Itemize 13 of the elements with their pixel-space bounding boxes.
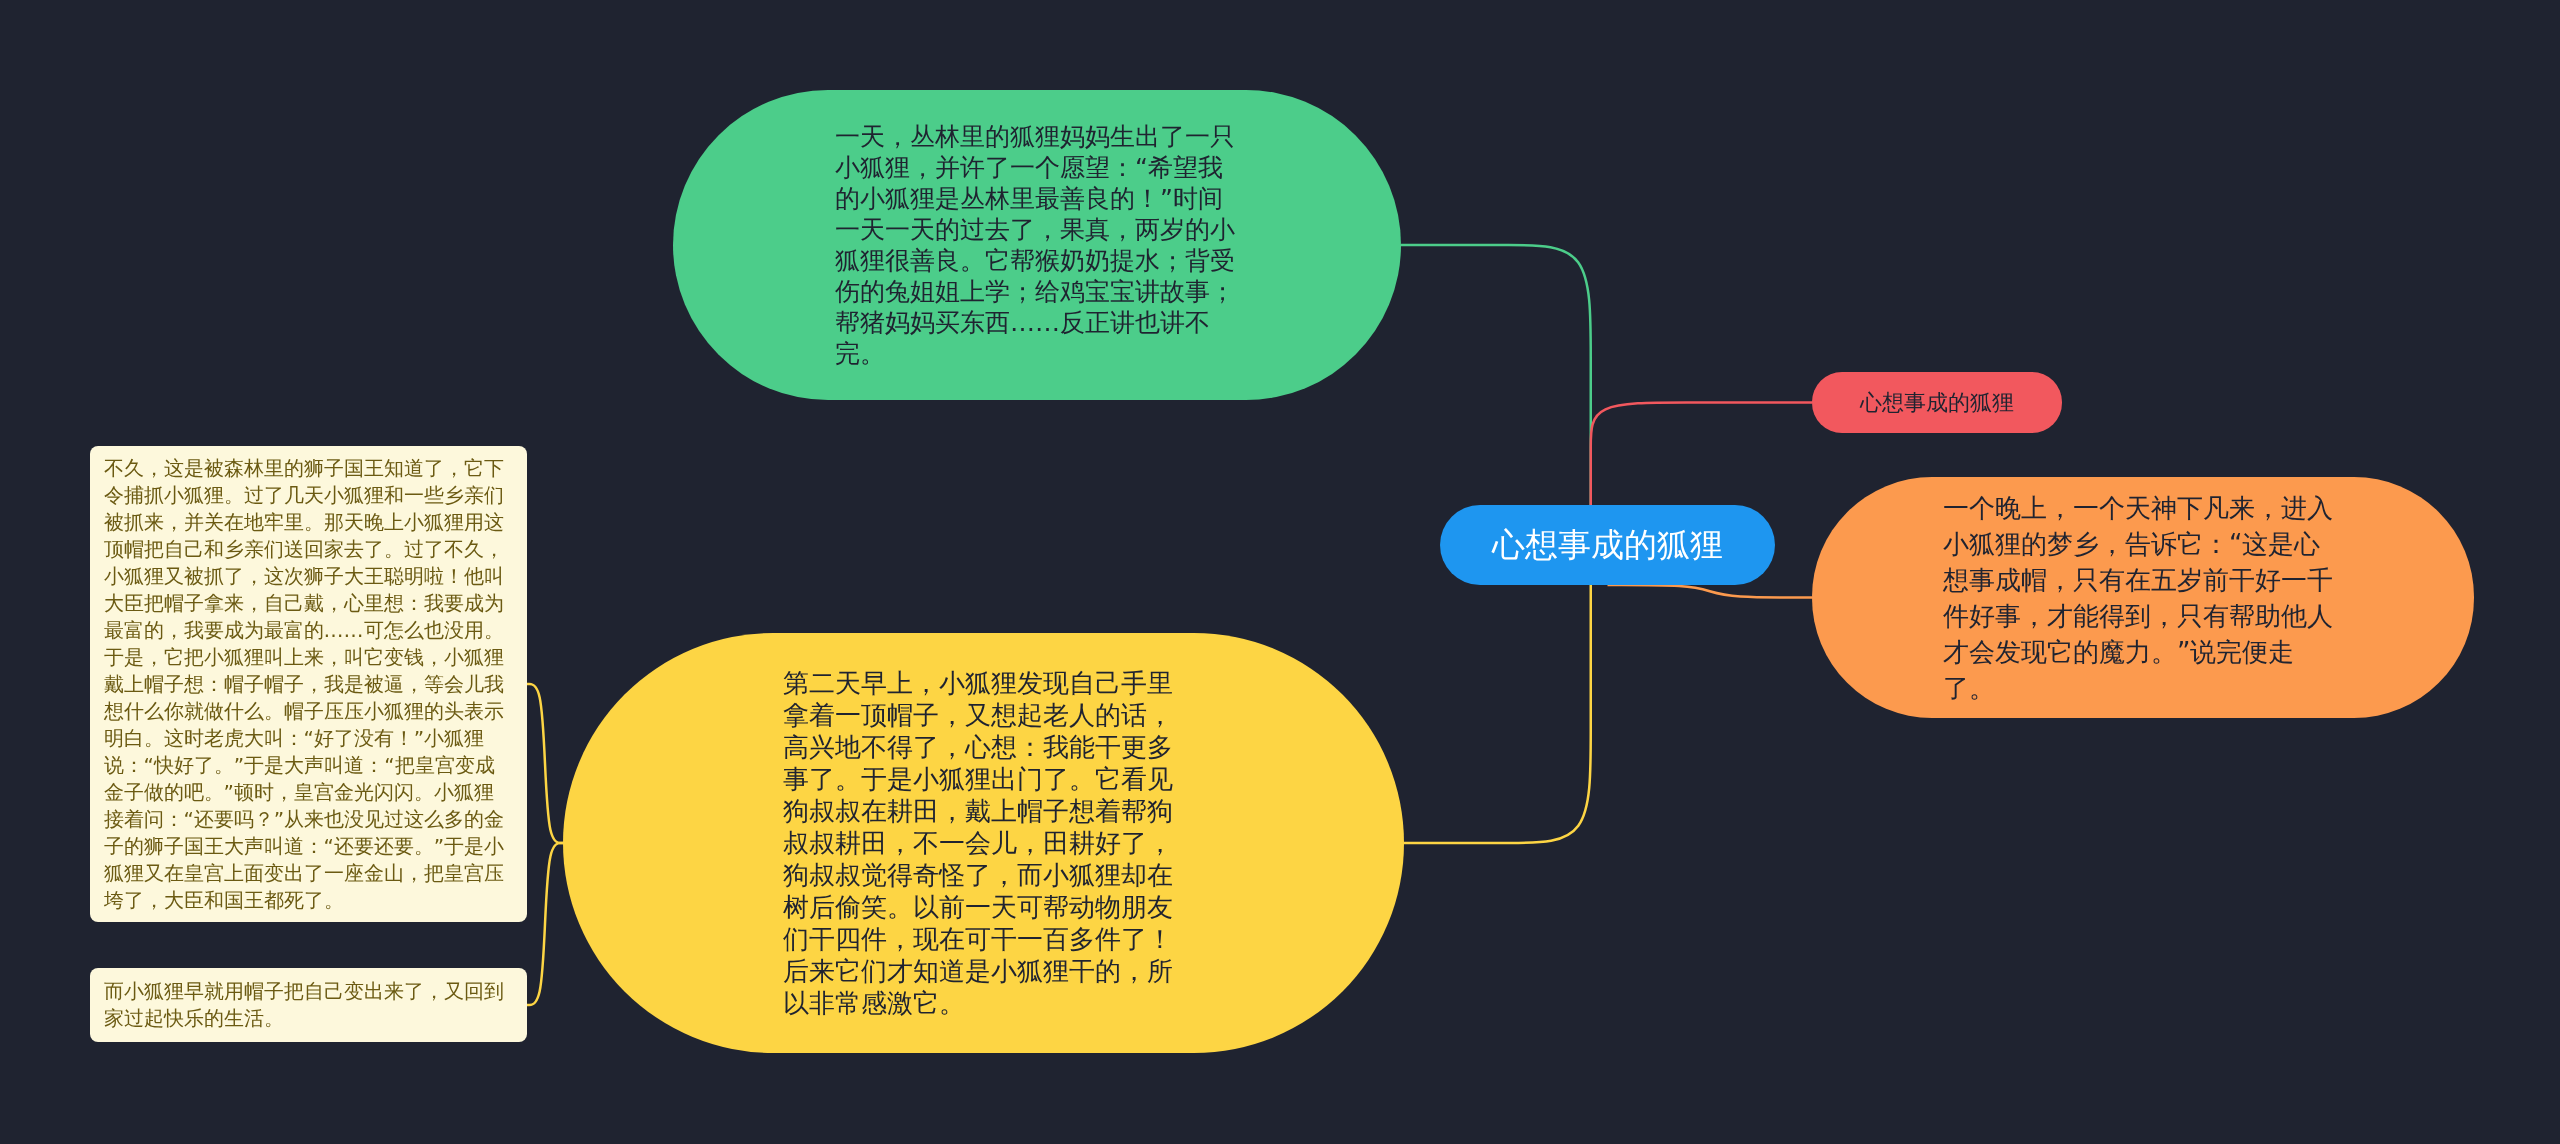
connector-line <box>1589 401 1812 505</box>
topic-pill <box>1812 372 2062 433</box>
topic-text: 心想事成的狐狸 <box>1858 388 2015 417</box>
topic-text: 而小狐狸早就用帽子把自己变出来了，又回到家过起快乐的生活。 <box>103 978 505 1032</box>
topic-text: 一个晚上，一个天神下凡来，进入小狐狸的梦乡，告诉它：“这是心想事成帽，只有在五岁前干好一千件好事，才能得到，只有帮助他人才会发现它的魔力。”说完便走了。 <box>1943 491 2334 705</box>
connector-line <box>1404 585 1592 845</box>
note-card <box>90 968 527 1042</box>
topic-text: 不久，这是被森林里的狮子国王知道了，它下令捕抓小狐狸。过了几天小狐狸和一些乡亲们被抓来，并关在地牢里。那天晚上小狐狸用这顶帽把自己和乡亲们送回家去了。过了不久，小狐狸又被抓了，这次狮子大王聪明啦！他叫大臣把帽子拿来，自己戴，心里想：我要成为最富的，我要成为最富的……可怎么也没用。于是，它把小狐狸叫上来，叫它变钱，小狐狸戴上帽子想：帽子帽子，我是被逼，等会儿我想什么你就做什么。帽子压压小狐狸的头表示明白。这时老虎大叫：“好了没有！”小狐狸说：“快好了。”于是大声叫道：“把皇宫变成金子做的吧。”顿时，皇宫金光闪闪。小狐狸接着问：“还要吗？”从来也没见过这么多的金子的狮子国王大声叫道：“还要还要。”于是小狐狸又在皇宫上面变出了一座金山，把皇宫压垮了，大臣和国王都死了。 <box>103 454 506 914</box>
connector-line <box>1607 583 1812 599</box>
topic-title: 心想事成的狐狸 <box>1490 525 1724 565</box>
topic-text: 一天，丛林里的狐狸妈妈生出了一只小狐狸，并许了一个愿望：“希望我的小狐狸是丛林里最善良的！”时间一天一天的过去了，果真，两岁的小狐狸很善良。它帮猴奶奶提水；背受伤的兔姐姐上学；给鸡宝宝讲故事；帮猪妈妈买东西……反正讲也讲不完。 <box>835 121 1236 369</box>
connector-line <box>527 841 563 1007</box>
topic-text: 第二天早上，小狐狸发现自己手里拿着一顶帽子，又想起老人的话，高兴地不得了，心想：我能干更多事了。于是小狐狸出门了。它看见狗叔叔在耕田，戴上帽子想着帮狗叔叔耕田，不一会儿，田耕好了，狗叔叔觉得奇怪了，而小狐狸却在树后偷笑。以前一天可帮动物朋友们干四件，现在可干一百多件了！后来它们才知道是小狐狸干的，所以非常感激它。 <box>782 667 1174 1019</box>
